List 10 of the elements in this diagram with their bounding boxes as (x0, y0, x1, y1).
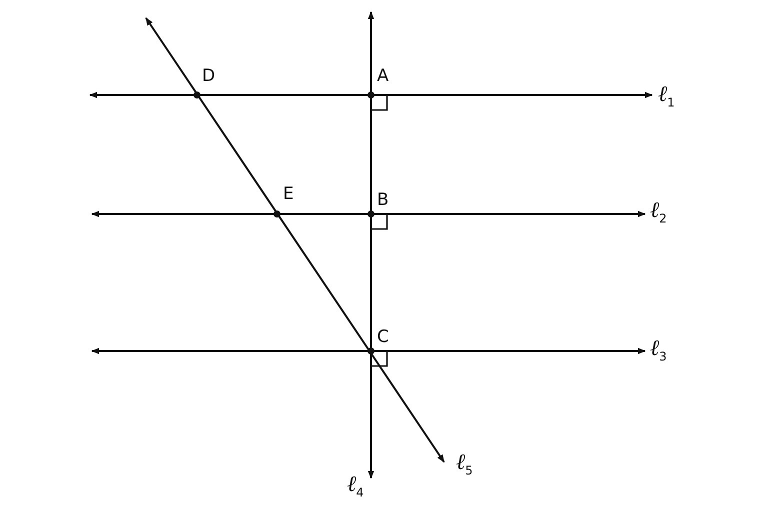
point-label: D (202, 68, 216, 85)
point-label: C (377, 329, 389, 346)
line-label: ℓ$_{3}$ (650, 338, 667, 362)
point-label: E (283, 186, 294, 203)
line-label: ℓ$_{1}$ (658, 84, 675, 108)
line-label: ℓ$_{4}$ (347, 474, 364, 498)
line-label: ℓ$_{5}$ (456, 452, 473, 476)
point-label: B (377, 192, 389, 209)
point-label: A (377, 68, 389, 85)
line-label: ℓ$_{2}$ (650, 200, 667, 224)
